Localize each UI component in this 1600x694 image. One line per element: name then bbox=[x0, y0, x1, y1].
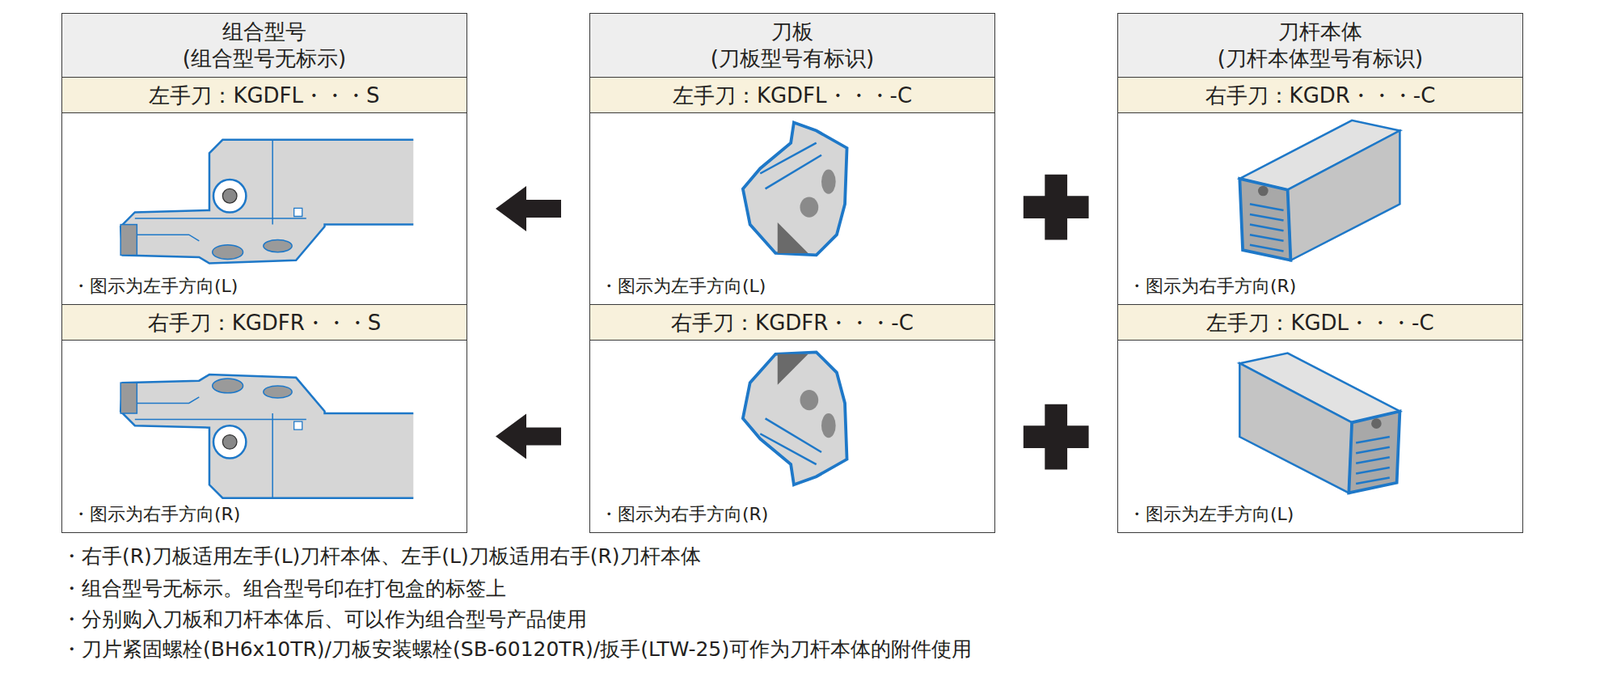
model-band: 右手刀：KGDFR・・・-C bbox=[589, 303, 996, 341]
node-title: ・图示为左手方向(L) bbox=[1127, 503, 1294, 525]
node-subtitle: (组合型号无标示) bbox=[182, 45, 347, 72]
node-title: 右手刀：KGDFR・・・S bbox=[147, 310, 382, 335]
note-text: ・刀片紧固螺栓(BH6x10TR)/刀板安装螺栓(SB-60120TR)/扳手(… bbox=[61, 637, 972, 662]
figure-panel: ・图示为右手方向(R) bbox=[589, 339, 996, 533]
node-title: 右手刀：KGDFR・・・-C bbox=[671, 310, 914, 335]
node-title: ・图示为右手方向(R) bbox=[1127, 275, 1297, 297]
column-header: 刀板(刀板型号有标识) bbox=[589, 12, 996, 78]
node-title: ・图示为右手方向(R) bbox=[71, 503, 241, 525]
note-text: ・分别购入刀板和刀杆本体后、可以作为组合型号产品使用 bbox=[61, 607, 587, 632]
figure-panel: ・图示为右手方向(R) bbox=[1117, 112, 1524, 305]
block-arrow bbox=[495, 185, 562, 232]
column-header: 刀杆本体(刀杆本体型号有标识) bbox=[1117, 12, 1524, 78]
node-title: 刀板 bbox=[771, 18, 814, 46]
figure-panel: ・图示为左手方向(L) bbox=[61, 112, 468, 305]
node-subtitle: (刀板型号有标识) bbox=[710, 45, 874, 72]
node-subtitle: (刀杆本体型号有标识) bbox=[1217, 45, 1423, 72]
model-band: 右手刀：KGDR・・・-C bbox=[1117, 76, 1524, 114]
model-band: 左手刀：KGDFL・・・S bbox=[61, 76, 468, 114]
note-text: ・组合型号无标示。组合型号印在打包盒的标签上 bbox=[61, 576, 507, 601]
node-title: 左手刀：KGDL・・・-C bbox=[1206, 310, 1434, 335]
node-title: 左手刀：KGDFL・・・-C bbox=[672, 83, 912, 108]
node-title: 刀杆本体 bbox=[1278, 18, 1363, 46]
note-text: ・右手(R)刀板适用左手(L)刀杆本体、左手(L)刀板适用右手(R)刀杆本体 bbox=[61, 544, 701, 569]
figure-panel: ・图示为右手方向(R) bbox=[61, 339, 468, 533]
model-band: 左手刀：KGDFL・・・-C bbox=[589, 76, 996, 114]
column-header: 组合型号(组合型号无标示) bbox=[61, 12, 468, 78]
figure-panel: ・图示为左手方向(L) bbox=[589, 112, 996, 305]
node-title: 左手刀：KGDFL・・・S bbox=[148, 83, 380, 108]
node-title: 右手刀：KGDR・・・-C bbox=[1205, 83, 1436, 108]
node-title: ・图示为左手方向(L) bbox=[71, 275, 238, 297]
node-title: ・图示为右手方向(R) bbox=[599, 503, 769, 525]
model-band: 右手刀：KGDFR・・・S bbox=[61, 303, 468, 341]
figure-panel: ・图示为左手方向(L) bbox=[1117, 339, 1524, 533]
model-band: 左手刀：KGDL・・・-C bbox=[1117, 303, 1524, 341]
node-title: ・图示为左手方向(L) bbox=[599, 275, 766, 297]
node-title: 组合型号 bbox=[222, 18, 307, 46]
block-arrow bbox=[495, 413, 562, 460]
